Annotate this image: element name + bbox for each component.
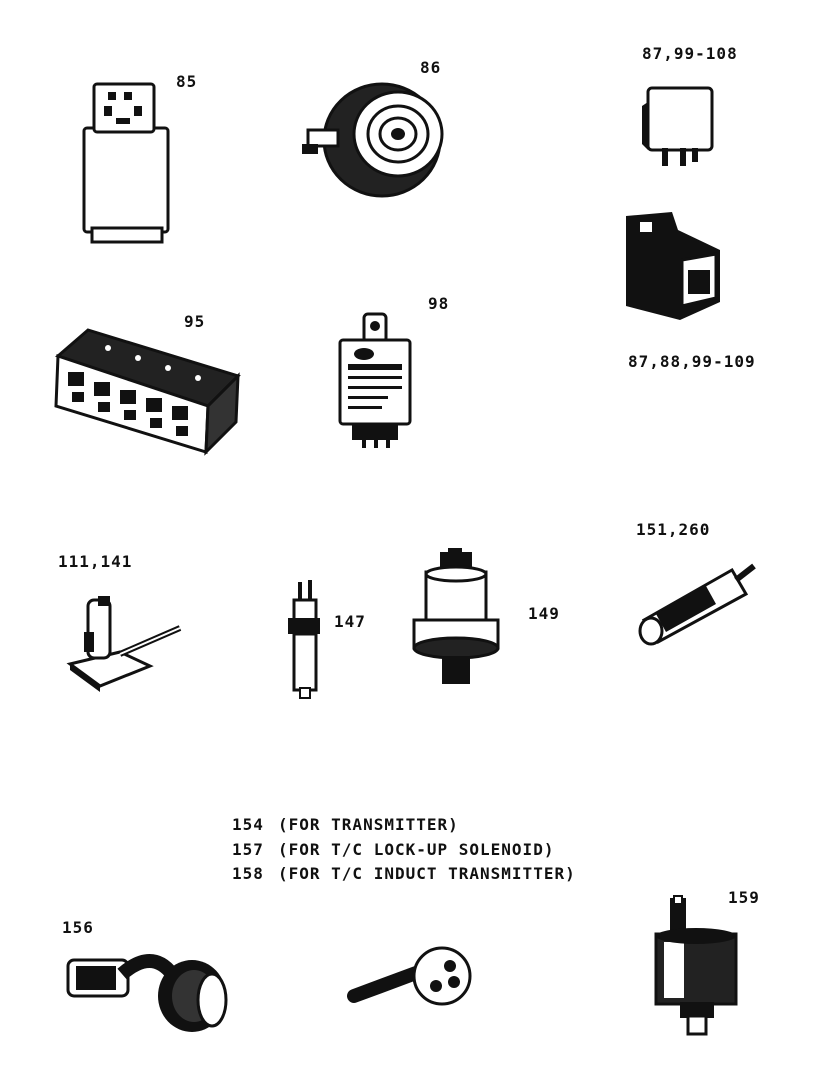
part-label-87-99-108: 87,99-108: [642, 44, 738, 63]
lever-switch-icon: [346, 944, 476, 1014]
part-label-87-88-99-109: 87,88,99-109: [628, 352, 756, 371]
part-label-156: 156: [62, 918, 94, 937]
buzzer-icon: [300, 78, 460, 208]
sensor-switch-icon: [66, 592, 186, 696]
note-158: 158 (FOR T/C INDUCT TRANSMITTER): [232, 864, 576, 883]
note-number: 154: [232, 815, 264, 834]
part-label-151-260: 151,260: [636, 520, 711, 539]
part-label-85: 85: [176, 72, 198, 91]
part-label-159: 159: [728, 888, 760, 907]
relay-bracket-icon: [620, 210, 730, 330]
part-label-86: 86: [420, 58, 442, 77]
part-label-95: 95: [184, 312, 206, 331]
part-label-149: 149: [528, 604, 560, 623]
part-label-98: 98: [428, 294, 450, 313]
part-label-111-141: 111,141: [58, 552, 133, 571]
note-text: (FOR TRANSMITTER): [278, 815, 459, 834]
part-label-147: 147: [334, 612, 366, 631]
temperature-sender-icon: [284, 578, 324, 702]
mini-relay-icon: [640, 82, 720, 176]
note-text: (FOR T/C INDUCT TRANSMITTER): [278, 864, 576, 883]
flasher-relay-icon: [334, 312, 416, 450]
note-number: 158: [232, 864, 264, 883]
note-text: (FOR T/C LOCK-UP SOLENOID): [278, 840, 555, 859]
note-number: 157: [232, 840, 264, 859]
relay-block-icon: [78, 78, 174, 248]
elbow-connector-icon: [62, 944, 232, 1040]
proximity-sensor-icon: [636, 556, 756, 646]
note-157: 157 (FOR T/C LOCK-UP SOLENOID): [232, 840, 554, 859]
pressure-switch-icon: [648, 894, 744, 1044]
fuse-box-icon: [48, 326, 244, 456]
pressure-sender-icon: [410, 548, 502, 692]
note-154: 154 (FOR TRANSMITTER): [232, 815, 459, 834]
